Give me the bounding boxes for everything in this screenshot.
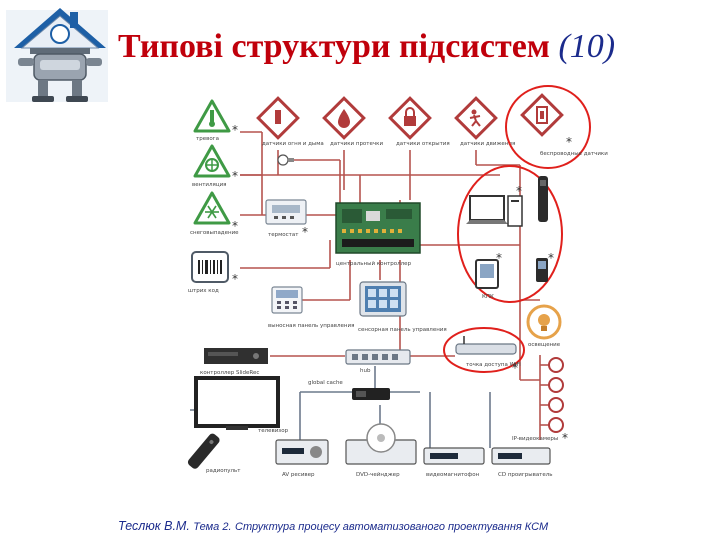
footer-subject: Структура процесу автоматизованого проек…	[235, 521, 549, 533]
av-receiver-label: AV ресивер	[282, 472, 315, 478]
slide-title: Типові структури підсистем (10)	[118, 28, 718, 78]
asterisk-mark: *	[516, 184, 522, 198]
motion-sensor-label: датчики движения	[460, 141, 515, 147]
pda-label: КПК	[482, 294, 494, 300]
smoke-sensor-label: датчики огня и дыма	[262, 141, 324, 147]
wireless-remote-icon	[538, 176, 548, 222]
house-robot-logo	[6, 8, 108, 102]
slide-rec-controller	[204, 348, 268, 364]
asterisk-mark: *	[562, 431, 568, 445]
ip-camera-label: IP-видеокамеры	[512, 436, 558, 442]
thermostat-label: термостат	[268, 232, 299, 238]
laptop-icon	[466, 195, 508, 224]
ip-cameras	[548, 357, 564, 433]
central-controller	[335, 202, 421, 254]
footer-author: Теслюк В.М.	[118, 519, 190, 533]
wifi-label: точка доступа WiFi	[466, 362, 521, 368]
wireless-sensor	[520, 93, 564, 137]
asterisk-mark: *	[232, 123, 238, 137]
radio-remote-icon	[187, 433, 220, 469]
global-cache-label: global cache	[308, 380, 343, 386]
barcode-label: штрих код	[188, 288, 219, 294]
video-recorder	[423, 447, 485, 465]
thermostat-device	[265, 199, 307, 225]
ventilation-label: вентиляция	[192, 182, 226, 188]
leak-sensor-label: датчики протечки	[330, 141, 383, 147]
controller-label: центральный контроллер	[336, 260, 412, 267]
alarm-sensor	[193, 99, 231, 133]
asterisk-mark: *	[512, 361, 518, 375]
wireless-highlight-circle	[505, 85, 591, 169]
slide-rec-label: контроллер SlideRec	[200, 370, 259, 376]
title-text: Типові структури підсистем	[118, 28, 550, 65]
global-cache-device	[352, 388, 390, 400]
open-sensor-label: датчики открытия	[396, 141, 450, 147]
dvd-changer	[345, 423, 417, 465]
cd-player	[491, 447, 551, 465]
mobile-phone-icon	[536, 258, 548, 282]
hub-device	[345, 349, 411, 365]
cd-label: CD проигрыватель	[498, 472, 553, 478]
barcode-reader	[191, 251, 229, 283]
asterisk-mark: *	[302, 225, 308, 239]
lock-sensor	[388, 96, 432, 140]
asterisk-mark: *	[548, 251, 554, 265]
ventilation-sensor	[193, 144, 231, 178]
asterisk-mark: *	[566, 135, 572, 149]
wifi-access-point	[455, 336, 517, 355]
av-receiver	[275, 439, 329, 465]
tv-screen	[194, 376, 280, 430]
desktop-tower-icon	[507, 195, 523, 227]
wiring	[190, 131, 556, 448]
asterisk-mark: *	[232, 169, 238, 183]
video-recorder-label: видеомагнитофон	[426, 472, 480, 478]
title-number: (10)	[558, 28, 616, 65]
dvd-label: DVD-чейнджер	[356, 471, 400, 478]
tv-label: телевизор	[258, 428, 289, 434]
lighting-icon	[526, 304, 562, 340]
hub-label: hub	[360, 368, 371, 374]
lighting-label: освещение	[528, 342, 561, 348]
remote-control-panel	[271, 286, 303, 314]
snow-label: снеговыпадение	[190, 230, 239, 236]
touch-panel-label: сенсорная панель управления	[358, 327, 447, 333]
slide-footer: Теслюк В.М. Тема 2. Структура процесу ав…	[118, 519, 718, 533]
wireless-label: беспроводные датчики	[540, 151, 608, 157]
footer-topic: Тема 2.	[193, 521, 232, 533]
wifi-highlight-circle	[443, 327, 525, 373]
pda-icon	[475, 259, 499, 289]
asterisk-mark: *	[232, 219, 238, 233]
asterisk-mark: *	[496, 251, 502, 265]
motion-sensor	[454, 96, 498, 140]
control-panel-label: выносная панель управления	[268, 323, 354, 329]
alarm-label: тревога	[196, 136, 219, 142]
asterisk-mark: *	[232, 272, 238, 286]
smoke-sensor	[256, 96, 300, 140]
snowflake-sensor	[193, 191, 231, 225]
touch-panel	[359, 281, 407, 317]
devices-highlight-circle	[457, 165, 563, 303]
leak-sensor	[322, 96, 366, 140]
light-bulb-icon	[277, 154, 294, 166]
remote-label: радиопульт	[206, 468, 241, 474]
